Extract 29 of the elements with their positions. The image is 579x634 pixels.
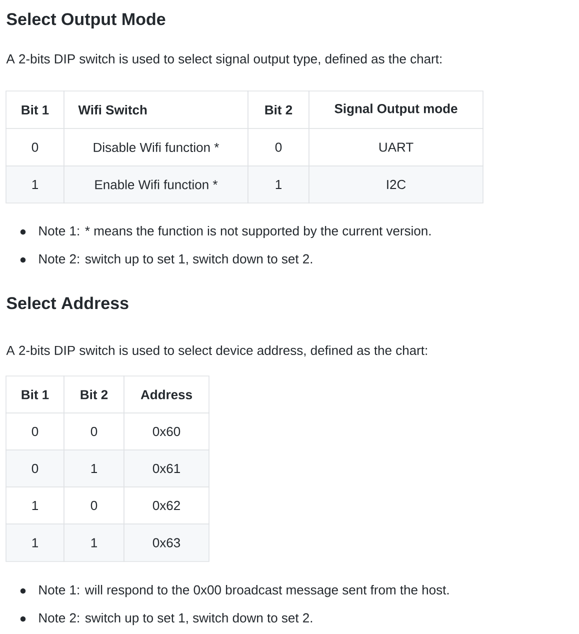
table-cell: 1	[64, 450, 124, 488]
header-cell: Bit 2	[248, 90, 310, 129]
header-cell: Bit 1	[6, 90, 64, 129]
table-cell: 0	[64, 486, 124, 524]
table-cell: 0	[6, 450, 64, 488]
table-cell: 1	[64, 524, 124, 562]
paragraph: A 2-bits DIP switch is used to select device address, defined as the chart:	[6, 345, 427, 357]
table-cell: 0	[6, 128, 64, 166]
table-cell: 0x63	[124, 524, 210, 562]
table-cell: 1	[6, 524, 64, 562]
header-cell: Bit 1	[6, 376, 64, 414]
header-cell: Address	[124, 376, 210, 414]
table-cell: 0x62	[124, 486, 210, 524]
bullet-note: Note 2: switch up to set 1, switch down to set 2.	[20, 612, 312, 626]
table-cell: 0	[6, 412, 64, 450]
bullet-note: Note 1: * means the function is not supported by the current version.	[20, 226, 431, 238]
table-cell: 1	[6, 486, 64, 524]
table-cell: 1	[6, 166, 64, 204]
section-heading: Select Address	[6, 296, 128, 310]
table-cell: 0x61	[124, 450, 210, 488]
table-cell: 1	[248, 166, 310, 204]
bullet-note: Note 1: will respond to the 0x00 broadcast message sent from the host.	[20, 584, 449, 598]
table-cell: 0	[64, 412, 124, 450]
section-heading: Select Output Mode	[6, 12, 166, 29]
paragraph: A 2-bits DIP switch is used to select signal output type, defined as the chart:	[6, 54, 442, 66]
bullet-note: Note 2: switch up to set 1, switch down to set 2.	[20, 254, 312, 266]
table-cell: 0x60	[124, 412, 210, 450]
header-cell: Bit 2	[64, 376, 124, 414]
table-cell: 0	[248, 128, 310, 166]
